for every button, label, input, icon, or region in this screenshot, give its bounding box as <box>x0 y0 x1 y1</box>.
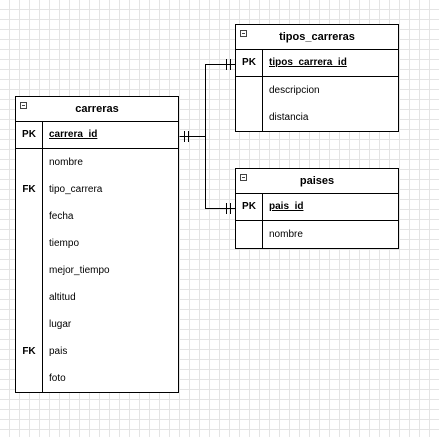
table-title: carreras <box>75 103 119 115</box>
collapse-icon[interactable] <box>20 102 27 109</box>
table-header: carreras <box>16 97 178 122</box>
table-title: tipos_carreras <box>279 31 355 43</box>
field-fecha: fecha <box>49 211 74 222</box>
field-foto: foto <box>49 373 66 384</box>
pk-label: PK <box>236 50 263 76</box>
relation-paises-connector <box>179 136 236 209</box>
field-distancia: distancia <box>269 112 309 123</box>
collapse-icon[interactable] <box>240 30 247 37</box>
table-carreras[interactable]: carreras PK carrera_id FK FK nombre tipo… <box>15 96 179 393</box>
primary-key-row: PK pais_id <box>236 194 398 221</box>
table-title: paises <box>299 175 335 187</box>
fk-label-tipo-carrera: FK <box>22 184 36 195</box>
field-altitud: altitud <box>49 292 76 303</box>
table-paises[interactable]: paises PK pais_id nombre <box>235 168 399 249</box>
key-column <box>236 221 263 248</box>
pk-field: tipos_carrera_id <box>269 57 347 68</box>
primary-key-row: PK tipos_carrera_id <box>236 50 398 77</box>
field-tipo-carrera: tipo_carrera <box>49 184 103 195</box>
relation-tipos-carreras-connector <box>179 64 236 137</box>
table-header: tipos_carreras <box>236 25 398 50</box>
collapse-icon[interactable] <box>240 174 247 181</box>
pk-field: pais_id <box>269 201 304 212</box>
key-column: FK FK <box>16 149 43 392</box>
primary-key-row: PK carrera_id <box>16 122 178 149</box>
field-descripcion: descripcion <box>269 85 320 96</box>
field-pais: pais <box>49 346 68 357</box>
key-column <box>236 77 263 131</box>
field-nombre: nombre <box>49 157 83 168</box>
table-header: paises <box>236 169 398 194</box>
field-mejor-tiempo: mejor_tiempo <box>49 265 110 276</box>
field-nombre: nombre <box>269 229 303 240</box>
pk-field: carrera_id <box>49 129 98 140</box>
field-lugar: lugar <box>49 319 72 330</box>
pk-label: PK <box>16 122 43 148</box>
field-tiempo: tiempo <box>49 238 80 249</box>
pk-label: PK <box>236 194 263 220</box>
table-tipos-carreras[interactable]: tipos_carreras PK tipos_carrera_id descr… <box>235 24 399 132</box>
fk-label-pais: FK <box>22 346 36 357</box>
